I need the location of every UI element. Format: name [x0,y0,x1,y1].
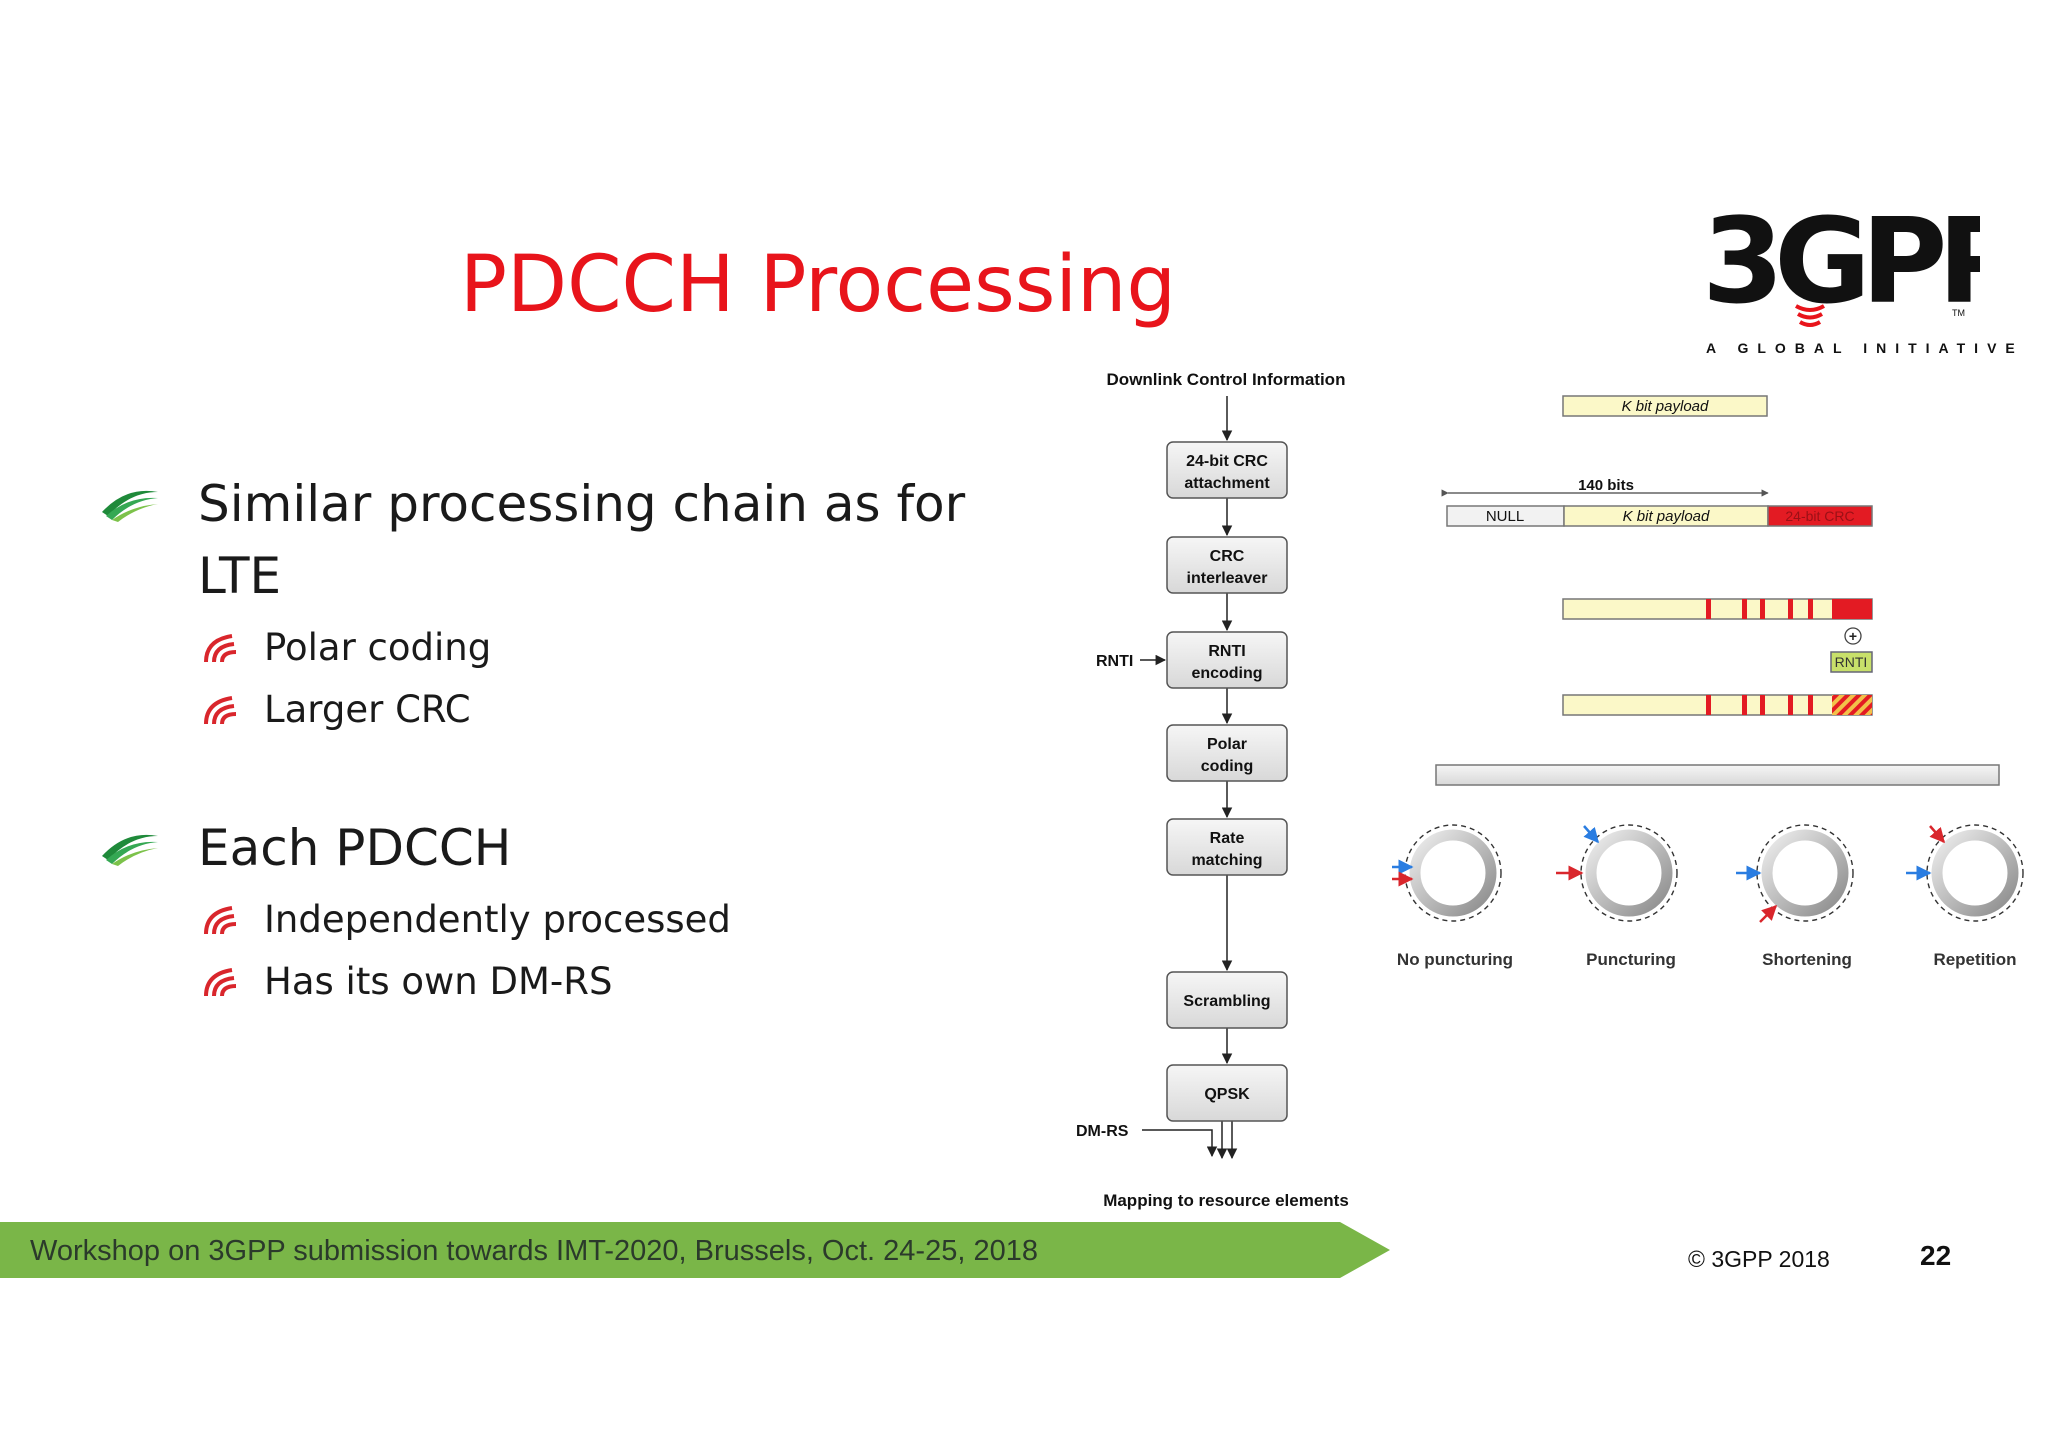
dci-label: Downlink Control Information [1107,370,1346,389]
block-rnti-encoding: RNTI encoding [1166,631,1288,689]
svg-text:Polar: Polar [1207,736,1247,753]
masked-field [1562,694,1873,716]
payload-field: K bit payload [1562,395,1768,417]
size-label: 140 bits [1578,477,1634,494]
red-wave-bullet-icon [202,904,240,938]
svg-text:K bit payload: K bit payload [1622,398,1709,415]
svg-text:24-bit CRC: 24-bit CRC [1785,508,1854,524]
svg-text:QPSK: QPSK [1204,1086,1250,1103]
green-swoosh-bullet-icon [100,826,160,866]
copyright-notice: © 3GPP 2018 [1688,1246,1830,1272]
svg-text:Puncturing: Puncturing [1586,950,1676,969]
block-polar-coding: Polar coding [1166,724,1288,782]
ring-no-puncturing: No puncturing [1392,824,1513,969]
padded-field: NULL K bit payload 24-bit CRC [1446,505,1873,527]
svg-text:No puncturing: No puncturing [1397,950,1513,969]
sub-bullet-larger-crc: Larger CRC [264,688,471,731]
svg-text:CRC: CRC [1210,548,1245,565]
svg-text:coding: coding [1201,758,1253,775]
svg-text:interleaver: interleaver [1187,570,1268,587]
svg-text:RNTI: RNTI [1208,643,1245,660]
green-swoosh-bullet-icon [100,482,160,522]
svg-text:K bit payload: K bit payload [1623,508,1710,525]
svg-text:attachment: attachment [1184,475,1270,492]
bullet-1-line-1: Similar processing chain as for [198,475,966,533]
rnti-input-label: RNTI [1096,653,1133,670]
bullet-1-line-2: LTE [198,547,282,605]
logo-trademark: TM [1952,308,1965,318]
logo-wordmark: 3GPP [1702,192,1980,330]
svg-text:Shortening: Shortening [1762,950,1852,969]
dmrs-input-label: DM-RS [1076,1123,1129,1140]
svg-text:Repetition: Repetition [1933,950,2016,969]
svg-text:encoding: encoding [1191,665,1262,682]
3gpp-logo-graphic: 3GPP TM [1702,192,2029,330]
block-crc-attachment: 24-bit CRC attachment [1166,441,1288,499]
rnti-field [1830,651,1873,673]
slide-title: PDCCH Processing [460,240,1176,330]
red-wave-bullet-icon [202,632,240,666]
block-scrambling: Scrambling [1166,971,1288,1029]
red-wave-bullet-icon [202,694,240,728]
logo-tagline: A GLOBAL INITIATIVE [1706,340,2024,356]
codeword-bar [1435,764,2000,786]
sub-bullet-own-dmrs: Has its own DM-RS [264,960,613,1003]
xor-symbol: + [1849,628,1857,644]
svg-text:NULL: NULL [1486,508,1524,525]
sub-bullet-polar-coding: Polar coding [264,626,492,669]
svg-text:Rate: Rate [1210,830,1245,847]
ring-shortening: Shortening [1736,824,1854,969]
svg-text:24-bit CRC: 24-bit CRC [1186,453,1268,470]
block-qpsk: QPSK [1166,1064,1288,1122]
mapping-label: Mapping to resource elements [1103,1191,1349,1210]
sub-bullet-independently-processed: Independently processed [264,898,731,941]
red-wave-bullet-icon [202,966,240,1000]
footer-text: Workshop on 3GPP submission towards IMT-… [30,1235,1038,1267]
3gpp-logo: 3GPP TM [1700,190,2029,340]
ring-repetition: Repetition [1906,824,2024,969]
footer-banner [0,1222,1390,1278]
ring-puncturing: Puncturing [1556,824,1678,969]
rnti-field-label: RNTI [1835,654,1868,670]
block-crc-interleaver: CRC interleaver [1166,536,1288,594]
svg-text:Scrambling: Scrambling [1183,993,1270,1010]
svg-text:matching: matching [1191,852,1262,869]
bullet-2-line-1: Each PDCCH [198,819,512,877]
page-number: 22 [1920,1240,1952,1271]
interleaved-field [1562,598,1873,620]
block-rate-matching: Rate matching [1166,818,1288,876]
